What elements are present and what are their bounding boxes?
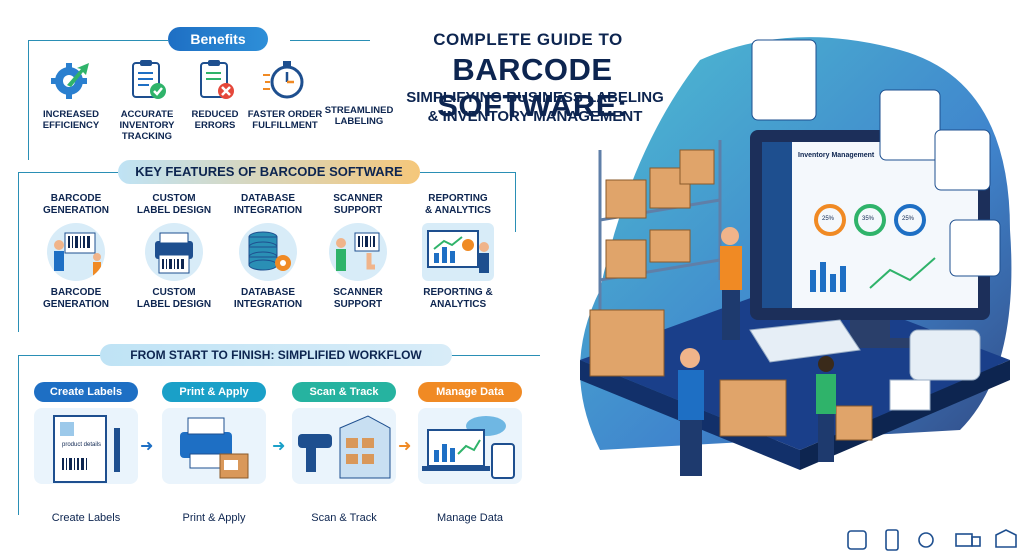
- subtitle: SIMPLIFYING BUSINESS LABELING & INVENTOR…: [375, 88, 695, 126]
- feature-caption: REPORTING &: [423, 287, 493, 298]
- gauge-value: 35%: [862, 216, 875, 222]
- step-label: Manage Data: [418, 382, 522, 402]
- benefit-label: INCREASED: [43, 109, 99, 120]
- step-caption: Scan & Track: [311, 512, 377, 524]
- benefits-header: Benefits: [168, 27, 268, 51]
- step-caption: Print & Apply: [182, 512, 246, 524]
- printer-box-icon: [162, 408, 266, 484]
- stopwatch-icon: [261, 55, 309, 103]
- feature-title: & ANALYTICS: [425, 205, 491, 216]
- page-title: BARCODE SOFTWARE:: [437, 52, 628, 123]
- feature-caption: INTEGRATION: [233, 299, 303, 310]
- step-label: Create Labels: [34, 382, 138, 402]
- step-caption: Manage Data: [436, 512, 504, 524]
- subtitle-line-1: SIMPLIFYING BUSINESS LABELING: [406, 89, 664, 106]
- scanner-shelf-icon: [292, 408, 396, 484]
- doc-text: product details: [62, 442, 102, 448]
- subtitle-line-2: & INVENTORY MANAGEMENT: [427, 108, 643, 125]
- scanner-icon: [329, 223, 387, 281]
- workflow-step-create-labels: Create Labels product details Create Lab…: [34, 382, 138, 524]
- feature-title: REPORTING: [428, 193, 488, 204]
- feature-reporting-analytics: REPORTING& ANALYTICS REPORTING &ANALYTIC…: [412, 193, 504, 311]
- gauge-value: 25%: [822, 216, 835, 222]
- frame-line: [450, 355, 540, 356]
- label-printer-icon: [145, 223, 203, 281]
- warehouse-illustration: Inventory Management 25% 35% 25%: [540, 30, 1024, 510]
- benefit-label: TRACKING: [121, 131, 173, 142]
- arrow-icon: ➜: [398, 438, 412, 455]
- feature-caption: BARCODE: [50, 287, 102, 298]
- feature-caption: SUPPORT: [333, 299, 383, 310]
- feature-title: LABEL DESIGN: [136, 205, 212, 216]
- barcode-board-icon: [47, 223, 105, 281]
- feature-caption: DATABASE: [240, 287, 296, 298]
- feature-caption: GENERATION: [43, 299, 109, 310]
- arrow-icon: ➜: [140, 438, 154, 455]
- frame-line: [18, 172, 118, 173]
- feature-title: SUPPORT: [333, 205, 383, 216]
- feature-caption: ANALYTICS: [429, 299, 487, 310]
- step-label: Print & Apply: [162, 382, 266, 402]
- analytics-board-icon: [422, 223, 494, 281]
- benefit-label: INVENTORY: [119, 120, 175, 131]
- benefit-label: LABELING: [334, 116, 384, 127]
- feature-caption: SCANNER: [333, 287, 383, 298]
- benefit-label: FASTER ORDER: [247, 109, 323, 120]
- frame-line: [28, 40, 168, 41]
- benefit-label: ACCURATE: [120, 109, 174, 120]
- feature-title: INTEGRATION: [233, 205, 303, 216]
- gear-arrow-icon: [47, 55, 95, 103]
- frame-line: [420, 172, 515, 173]
- arrow-icon: ➜: [272, 438, 286, 455]
- frame-line: [28, 40, 29, 160]
- feature-caption: CUSTOM: [152, 287, 196, 298]
- footer-icons: [844, 527, 1020, 553]
- clipboard-check-icon: [123, 55, 171, 103]
- frame-line: [290, 40, 370, 41]
- frame-line: [515, 172, 516, 232]
- feature-title: BARCODE: [50, 193, 102, 204]
- title-line-1: COMPLETE GUIDE TO: [433, 30, 623, 49]
- workflow-step-print-apply: Print & Apply Print & Apply: [162, 382, 266, 524]
- benefit-label: REDUCED: [191, 109, 239, 120]
- database-icon: [239, 223, 297, 281]
- monitor-title: Inventory Management: [798, 152, 875, 159]
- workflow-step-scan-track: Scan & Track Scan & Track: [292, 382, 396, 524]
- frame-line: [18, 172, 19, 332]
- feature-title: DATABASE: [240, 193, 296, 204]
- feature-title: CUSTOM: [152, 193, 196, 204]
- feature-caption: LABEL DESIGN: [136, 299, 212, 310]
- workflow-header: FROM START TO FINISH: SIMPLIFIED WORKFLO…: [100, 344, 452, 366]
- step-caption: Create Labels: [51, 512, 121, 524]
- cloud-laptop-icon: [418, 408, 522, 484]
- benefit-label: FULFILLMENT: [252, 120, 318, 131]
- feature-title: GENERATION: [43, 205, 109, 216]
- workflow-step-manage-data: Manage Data Manage Data: [418, 382, 522, 524]
- frame-line: [18, 355, 19, 515]
- step-label: Scan & Track: [292, 382, 396, 402]
- benefit-label: STREAMLINED: [324, 105, 394, 116]
- benefit-label: EFFICIENCY: [42, 120, 100, 131]
- benefit-label: ERRORS: [194, 120, 236, 131]
- gauge-value: 25%: [902, 216, 915, 222]
- label-document-icon: product details: [34, 408, 138, 484]
- clipboard-x-icon: [191, 55, 239, 103]
- feature-title: SCANNER: [333, 193, 383, 204]
- features-header: KEY FEATURES OF BARCODE SOFTWARE: [118, 160, 420, 184]
- frame-line: [18, 355, 103, 356]
